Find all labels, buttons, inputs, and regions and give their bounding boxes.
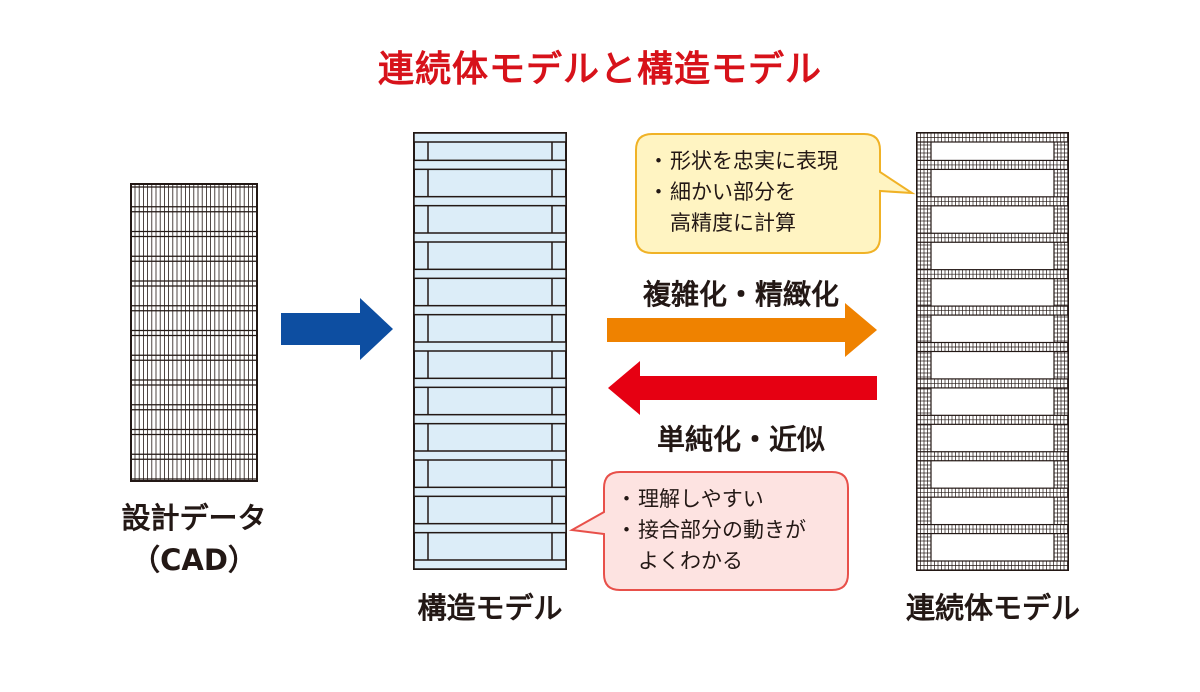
- continuum-point-2a: 細かい部分を: [670, 180, 796, 204]
- structural-bubble: [568, 471, 849, 591]
- bullet-mark: ・: [616, 487, 637, 511]
- continuum-model: [916, 132, 1069, 571]
- continuum-bubble-text: ・形状を忠実に表現 ・細かい部分を 高精度に計算: [648, 146, 838, 239]
- simplify-arrow-icon: [608, 361, 877, 415]
- simplify-label: 単純化・近似: [656, 423, 825, 456]
- structural-point-2a: 接合部分の動きが: [638, 518, 806, 542]
- continuum-point-1: 形状を忠実に表現: [670, 149, 838, 173]
- continuum-point-2b: 高精度に計算: [670, 211, 796, 235]
- structural-model: [413, 132, 567, 570]
- bullet-mark: ・: [616, 518, 637, 542]
- bullet-mark: ・: [648, 149, 669, 173]
- refine-arrow-icon: [607, 303, 877, 357]
- structural-model-label: 構造モデル: [417, 591, 563, 625]
- diagram-title: 連続体モデルと構造モデル: [377, 49, 822, 90]
- structural-point-1: 理解しやすい: [638, 487, 764, 511]
- cad-building: [130, 183, 258, 482]
- bullet-mark: ・: [648, 180, 669, 204]
- continuum-bubble: [635, 133, 916, 254]
- cad-label-line2: （CAD）: [131, 543, 257, 577]
- structural-bubble-text: ・理解しやすい ・接合部分の動きが よくわかる: [616, 484, 806, 577]
- blue-arrow-icon: [281, 298, 393, 360]
- refine-label: 複雑化・精緻化: [642, 278, 839, 311]
- structural-point-2b: よくわかる: [638, 549, 743, 573]
- continuum-model-label: 連続体モデル: [905, 591, 1080, 625]
- cad-label-line1: 設計データ: [121, 501, 267, 535]
